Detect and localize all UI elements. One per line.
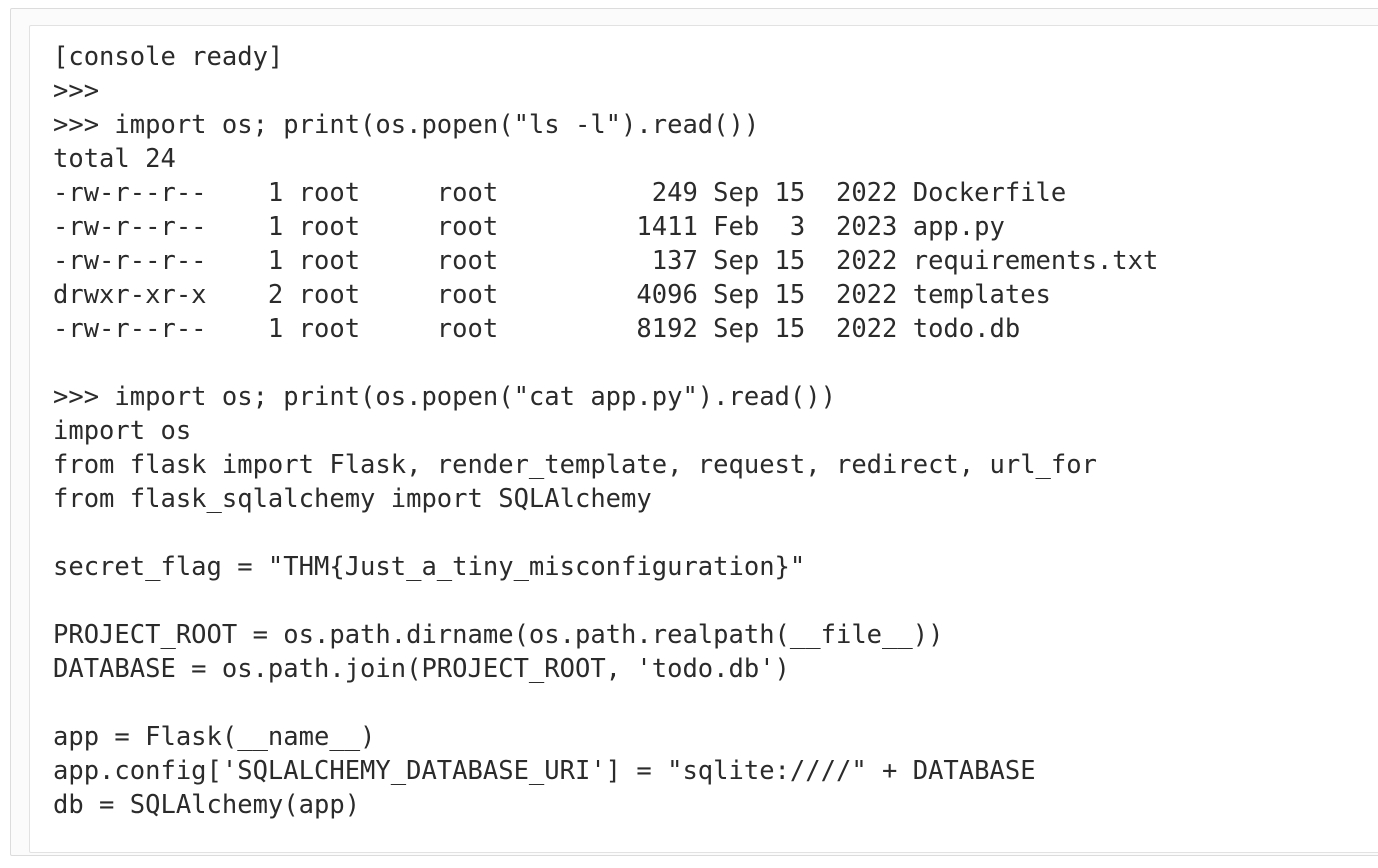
console-line: app = Flask(__name__) <box>53 722 376 752</box>
console-line <box>53 686 1378 720</box>
console-line: DATABASE = os.path.join(PROJECT_ROOT, 't… <box>53 654 790 684</box>
console-line: app.config['SQLALCHEMY_DATABASE_URI'] = … <box>53 756 1036 786</box>
console-line: -rw-r--r-- 1 root root 8192 Sep 15 2022 … <box>53 314 1021 344</box>
console-panel[interactable]: [console ready] >>> >>> import os; print(o… <box>29 25 1378 853</box>
console-line: PROJECT_ROOT = os.path.dirname(os.path.r… <box>53 620 944 650</box>
console-line: from flask_sqlalchemy import SQLAlchemy <box>53 484 652 514</box>
console-line <box>53 584 1378 618</box>
console-line <box>53 346 1378 380</box>
console-line: -rw-r--r-- 1 root root 1411 Feb 3 2023 a… <box>53 212 1005 242</box>
console-line: secret_flag = "THM{Just_a_tiny_misconfig… <box>53 552 806 582</box>
console-line: >>> <box>53 76 100 106</box>
console-line: -rw-r--r-- 1 root root 249 Sep 15 2022 D… <box>53 178 1067 208</box>
console-outer-frame: [console ready] >>> >>> import os; print(o… <box>10 8 1378 856</box>
console-output-text[interactable]: [console ready] >>> >>> import os; print(o… <box>30 26 1378 822</box>
console-line <box>53 516 1378 550</box>
console-line: -rw-r--r-- 1 root root 137 Sep 15 2022 r… <box>53 246 1159 276</box>
console-line: >>> import os; print(os.popen("cat app.p… <box>53 382 836 412</box>
console-line: total 24 <box>53 144 176 174</box>
console-line: from flask import Flask, render_template… <box>53 450 1097 480</box>
console-line: import os <box>53 416 192 446</box>
console-line: db = SQLAlchemy(app) <box>53 790 361 820</box>
console-line: [console ready] <box>53 42 284 72</box>
console-line: >>> import os; print(os.popen("ls -l").r… <box>53 110 760 140</box>
console-line: drwxr-xr-x 2 root root 4096 Sep 15 2022 … <box>53 280 1051 310</box>
